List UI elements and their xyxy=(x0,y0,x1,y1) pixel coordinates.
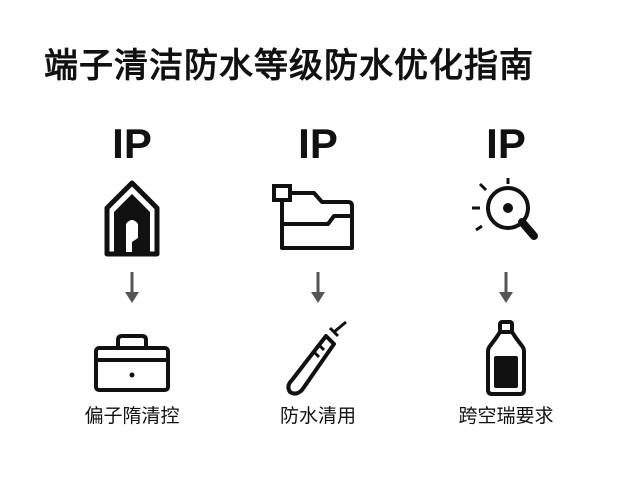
folder-icon xyxy=(268,178,368,258)
step-label: 防水清用 xyxy=(279,405,356,427)
down-arrow-icon xyxy=(308,270,328,306)
page-title: 端子清洁防水等级防水优化指南 xyxy=(44,46,534,86)
bottle-icon xyxy=(456,318,556,398)
step-column-3: IP 跨空瑞要求 xyxy=(426,118,586,448)
step-column-2: IP 防水清用 xyxy=(238,118,398,448)
ip-badge: IP xyxy=(112,120,152,167)
ip-badge: IP xyxy=(298,120,338,167)
step-column-1: IP 偏子隋清控 xyxy=(52,118,212,448)
ip-badge: IP xyxy=(486,120,526,167)
house-icon xyxy=(82,178,182,258)
magnifier-icon xyxy=(456,178,556,258)
step-label: 偏子隋清控 xyxy=(84,405,180,427)
cleaning-swab-icon xyxy=(268,318,368,398)
toolbox-icon xyxy=(82,318,182,398)
step-label: 跨空瑞要求 xyxy=(458,405,554,427)
down-arrow-icon xyxy=(122,270,142,306)
down-arrow-icon xyxy=(496,270,516,306)
